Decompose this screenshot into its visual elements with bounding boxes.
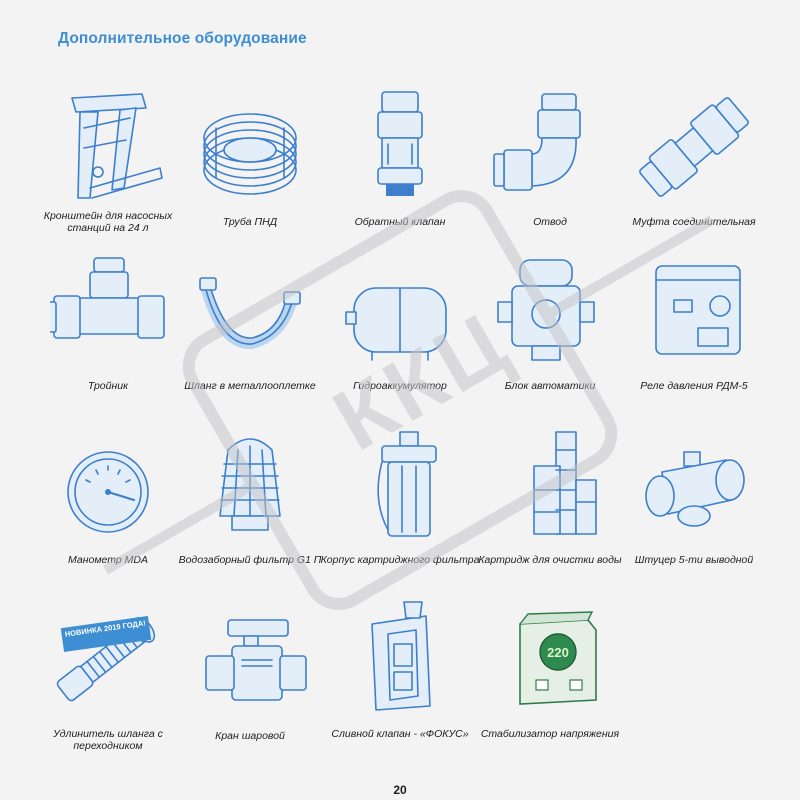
drain-valve-icon	[371, 601, 431, 711]
item-caption: Шланг в металлооплетке	[184, 380, 316, 392]
item-manometer: Манометр MDA	[28, 430, 188, 605]
item-pressure-switch: Реле давления РДМ-5	[614, 256, 774, 431]
item-caption: Манометр MDA	[68, 554, 148, 566]
check-valve-icon	[377, 91, 423, 196]
item-caption: Тройник	[87, 380, 129, 392]
page-number: 20	[393, 783, 407, 797]
item-cartridge: Картридж для очистки воды	[470, 430, 630, 605]
item-five-way: Штуцер 5-ти выводной	[614, 430, 774, 605]
voltage-stabilizer-icon: 220	[519, 611, 597, 705]
item-caption: Отвод	[533, 216, 567, 228]
filter-housing-icon	[377, 431, 437, 537]
item-caption: Реле давления РДМ-5	[640, 380, 748, 392]
item-ball-valve: Кран шаровой	[170, 600, 330, 775]
item-filter-housing: Корпус картриджного фильтра	[320, 430, 480, 605]
pressure-switch-icon	[655, 265, 741, 355]
tee-fitting-icon	[50, 257, 165, 339]
hose-extension-icon	[56, 617, 156, 702]
ball-valve-icon	[205, 619, 307, 701]
item-coupling: Муфта соединительная	[614, 88, 774, 263]
pressure-tank-icon	[345, 287, 447, 361]
page-title: Дополнительное оборудование	[58, 30, 307, 47]
item-caption: Водозаборный фильтр G1 П	[178, 554, 322, 566]
item-stabilizer: 220 Стабилизатор напряжения	[470, 600, 630, 775]
item-caption: Муфта соединительная	[632, 216, 756, 228]
item-tank: Гидроаккумулятор	[320, 256, 480, 431]
elbow-fitting-icon	[493, 93, 581, 191]
braided-hose-icon	[199, 277, 301, 350]
item-pipe: Труба ПНД	[170, 88, 330, 263]
automation-unit-icon	[497, 259, 595, 361]
cartridge-icon	[533, 431, 597, 535]
item-drain-valve: Сливной клапан - «ФОКУС»	[320, 600, 480, 775]
item-caption: Стабилизатор напряжения	[480, 728, 620, 740]
item-elbow: Отвод	[470, 88, 630, 263]
item-caption: Гидроаккумулятор	[353, 380, 447, 392]
coupling-icon	[639, 97, 749, 197]
item-bracket: Кронштейн для насосных станций на 24 л	[28, 88, 188, 263]
pipe-coil-icon	[203, 113, 297, 195]
stabilizer-display: 220	[547, 645, 569, 660]
item-caption: Корпус картриджного фильтра	[320, 554, 480, 566]
intake-filter-icon	[219, 438, 281, 531]
item-caption: Кран шаровой	[215, 730, 285, 742]
item-caption: Сливной клапан - «ФОКУС»	[331, 728, 469, 740]
item-tee: Тройник	[28, 256, 188, 431]
five-way-fitting-icon	[645, 451, 745, 527]
item-caption: Труба ПНД	[222, 216, 278, 228]
manometer-icon	[67, 451, 149, 533]
item-caption: Картридж для очистки воды	[478, 554, 622, 566]
item-caption: Обратный клапан	[354, 216, 446, 228]
item-caption: Блок автоматики	[504, 380, 596, 392]
bracket-icon	[71, 93, 163, 199]
item-automation: Блок автоматики	[470, 256, 630, 431]
item-hose: Шланг в металлооплетке	[170, 256, 330, 431]
item-caption: Удлинитель шланга с переходником	[53, 728, 163, 752]
item-caption: Кронштейн для насосных станций на 24 л	[43, 210, 173, 234]
item-caption: Штуцер 5-ти выводной	[634, 554, 754, 566]
item-intake-filter: Водозаборный фильтр G1 П	[170, 430, 330, 605]
item-check-valve: Обратный клапан	[320, 88, 480, 263]
